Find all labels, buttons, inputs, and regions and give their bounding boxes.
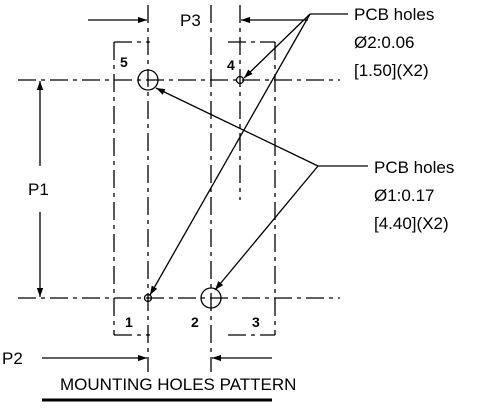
hole-1-small	[143, 293, 153, 303]
hole-number-labels: 5 4 1 2 3	[120, 54, 260, 330]
p1-label: P1	[28, 180, 49, 199]
hole-2-large	[200, 287, 222, 309]
callout-small-holes: PCB holes Ø2:0.06 [1.50](X2)	[354, 5, 434, 80]
hole-number-1: 1	[125, 314, 133, 330]
diagram-title: MOUNTING HOLES PATTERN	[42, 375, 296, 402]
leader-large-to-hole-5	[155, 87, 319, 167]
hole-number-3: 3	[252, 314, 260, 330]
leader-small-holes	[149, 13, 348, 296]
centerlines	[18, 5, 340, 372]
callout-small-line2: Ø2:0.06	[354, 33, 415, 52]
hole-number-2: 2	[191, 314, 199, 330]
leader-large-holes	[155, 87, 368, 291]
callout-small-line1: PCB holes	[354, 5, 434, 24]
callout-small-line3: [1.50](X2)	[354, 61, 429, 80]
dimension-p3: P3	[88, 11, 308, 30]
leader-small-to-hole-1	[149, 13, 311, 296]
callout-large-line2: Ø1:0.17	[374, 186, 435, 205]
leader-large-to-hole-2	[214, 165, 319, 291]
callout-large-holes: PCB holes Ø1:0.17 [4.40](X2)	[374, 158, 454, 233]
hole-number-4: 4	[227, 57, 235, 73]
callout-large-line1: PCB holes	[374, 158, 454, 177]
p3-label: P3	[180, 11, 201, 30]
hole-number-5: 5	[120, 54, 128, 70]
holes	[137, 69, 245, 309]
title-text: MOUNTING HOLES PATTERN	[60, 375, 296, 394]
callout-large-line3: [4.40](X2)	[374, 214, 449, 233]
hole-4-small	[235, 75, 245, 85]
leader-small-to-hole-4	[243, 13, 311, 79]
hole-5-large	[137, 69, 159, 91]
dimension-p2: P2	[2, 349, 272, 368]
p2-label: P2	[2, 349, 23, 368]
dimension-p1: P1	[28, 81, 49, 297]
